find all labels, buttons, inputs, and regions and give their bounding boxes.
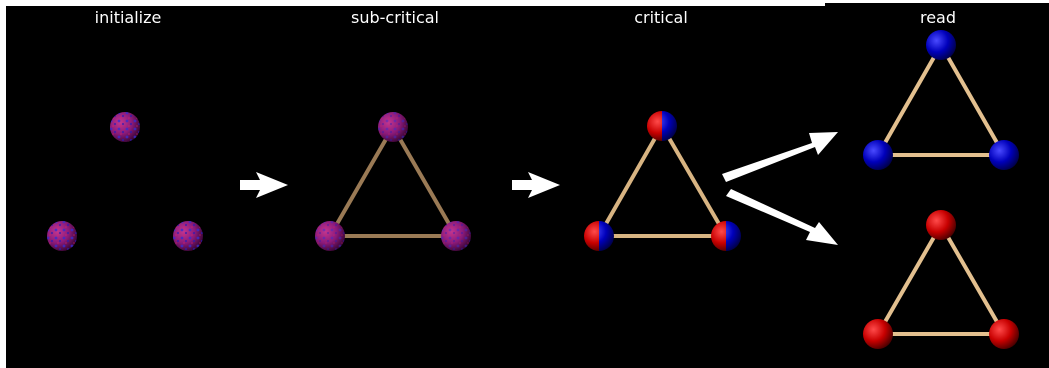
node-split — [584, 221, 614, 251]
readout-all-red-group — [863, 210, 1019, 349]
triangle-edges — [597, 124, 728, 238]
stage-sub-critical-group — [315, 112, 471, 251]
node-blue — [989, 140, 1019, 170]
stage-title-sub-critical: sub-critical — [351, 8, 439, 27]
arrow-right-icon — [240, 172, 288, 198]
node-speckled — [315, 221, 345, 251]
node-speckled — [47, 221, 77, 251]
node-speckled — [378, 112, 408, 142]
readout-all-blue-group — [863, 30, 1019, 170]
stage-initialize-group — [47, 112, 203, 251]
node-red — [989, 319, 1019, 349]
stage-title-initialize: initialize — [94, 8, 162, 27]
triangle-edges — [876, 223, 1006, 336]
arrow-right-icon — [512, 172, 560, 198]
triangle-edges — [328, 125, 458, 238]
stage-title-critical: critical — [634, 8, 688, 27]
stage-critical-group — [584, 111, 741, 251]
branch-arrow-down-icon — [726, 189, 838, 245]
node-split — [711, 221, 741, 251]
node-red — [926, 210, 956, 240]
node-speckled — [110, 112, 140, 142]
branch-arrow-up-icon — [722, 132, 838, 182]
node-blue — [926, 30, 956, 60]
stage-title-read: read — [919, 8, 957, 27]
node-red — [863, 319, 893, 349]
node-speckled — [173, 221, 203, 251]
node-blue — [863, 140, 893, 170]
node-split — [647, 111, 677, 141]
diagram-background-read — [825, 3, 1049, 368]
diagram-background — [6, 6, 825, 368]
node-speckled — [441, 221, 471, 251]
triangle-edges — [876, 43, 1006, 157]
